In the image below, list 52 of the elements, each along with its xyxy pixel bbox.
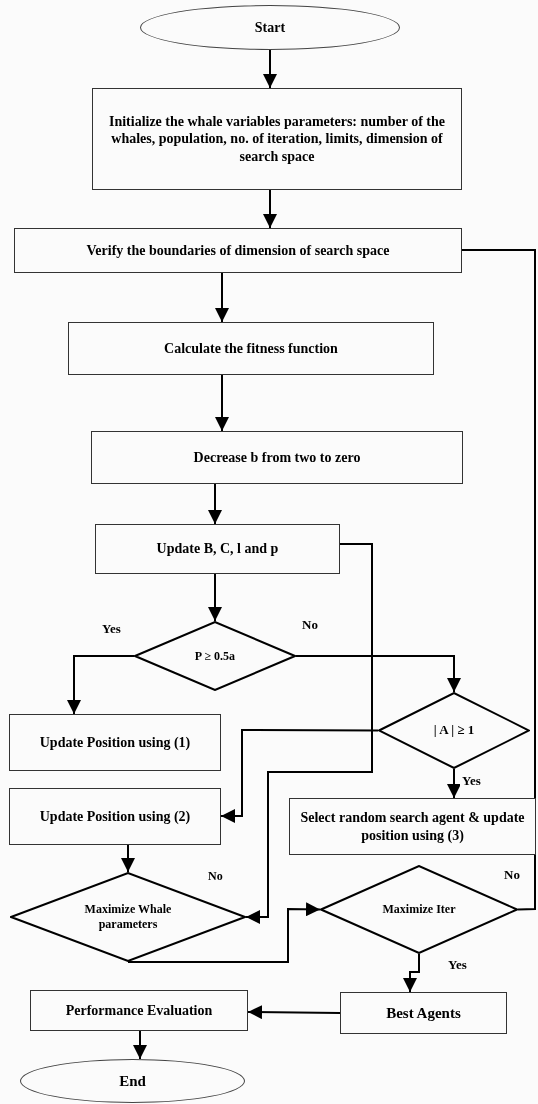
process-box bbox=[91, 431, 463, 484]
arrow bbox=[127, 902, 321, 963]
decision-diamond bbox=[320, 865, 518, 954]
process-box bbox=[92, 88, 462, 190]
arrow bbox=[208, 483, 222, 525]
node-text: Decrease b from two to zero bbox=[193, 448, 361, 467]
node-text: Update Position using (1) bbox=[38, 733, 192, 752]
arrow bbox=[133, 1030, 147, 1060]
node-text: Initialize the whale variables parameters: number of the whales, population, no. of iteration, limits, dimension of search space bbox=[107, 112, 447, 166]
node-text: Update B, C, l and p bbox=[156, 540, 279, 558]
arrow bbox=[67, 655, 135, 715]
process-box bbox=[289, 798, 536, 855]
node-text: Start bbox=[254, 18, 286, 37]
node-text: Calculate the fitness function bbox=[164, 339, 338, 358]
process-box bbox=[30, 990, 248, 1031]
node-text: Performance Evaluation bbox=[65, 1001, 213, 1020]
arrow bbox=[263, 49, 277, 89]
arrow bbox=[245, 543, 373, 924]
node-text: Select random search agent & update position using (3) bbox=[299, 809, 526, 844]
arrow bbox=[220, 729, 379, 823]
decision-diamond bbox=[134, 621, 296, 691]
node-text: End bbox=[119, 1071, 146, 1091]
process-box bbox=[95, 524, 340, 574]
process-box bbox=[68, 322, 434, 375]
node-text: Maximize Whale parameters bbox=[83, 902, 173, 932]
process-box bbox=[9, 714, 221, 771]
process-box bbox=[340, 992, 507, 1034]
node-text: | A | ≥ 1 bbox=[433, 722, 475, 739]
node-text: Update Position using (2) bbox=[38, 807, 192, 826]
edge-label: Yes bbox=[100, 622, 123, 635]
decision-diamond bbox=[10, 872, 246, 962]
arrow bbox=[215, 272, 229, 323]
arrow bbox=[121, 844, 135, 873]
edge-label: Yes bbox=[446, 958, 469, 971]
node-text: Maximize Iter bbox=[381, 902, 457, 917]
arrow bbox=[295, 655, 461, 693]
decision-diamond bbox=[378, 692, 530, 769]
node-text: Best Agents bbox=[386, 1003, 461, 1023]
arrow bbox=[403, 953, 420, 993]
branch-label: No bbox=[208, 870, 223, 882]
process-box bbox=[9, 788, 221, 845]
arrow bbox=[215, 374, 229, 432]
edge-label: No bbox=[502, 868, 522, 881]
edge-label: Yes bbox=[460, 774, 483, 787]
process-box bbox=[14, 228, 462, 273]
node-text: P ≥ 0.5a bbox=[194, 648, 236, 664]
arrow bbox=[208, 573, 222, 622]
arrow bbox=[447, 768, 461, 799]
arrow bbox=[263, 189, 277, 229]
node-text: Verify the boundaries of dimension of search space bbox=[86, 241, 390, 260]
arrow bbox=[247, 1005, 341, 1020]
edge-label: No bbox=[300, 618, 320, 631]
